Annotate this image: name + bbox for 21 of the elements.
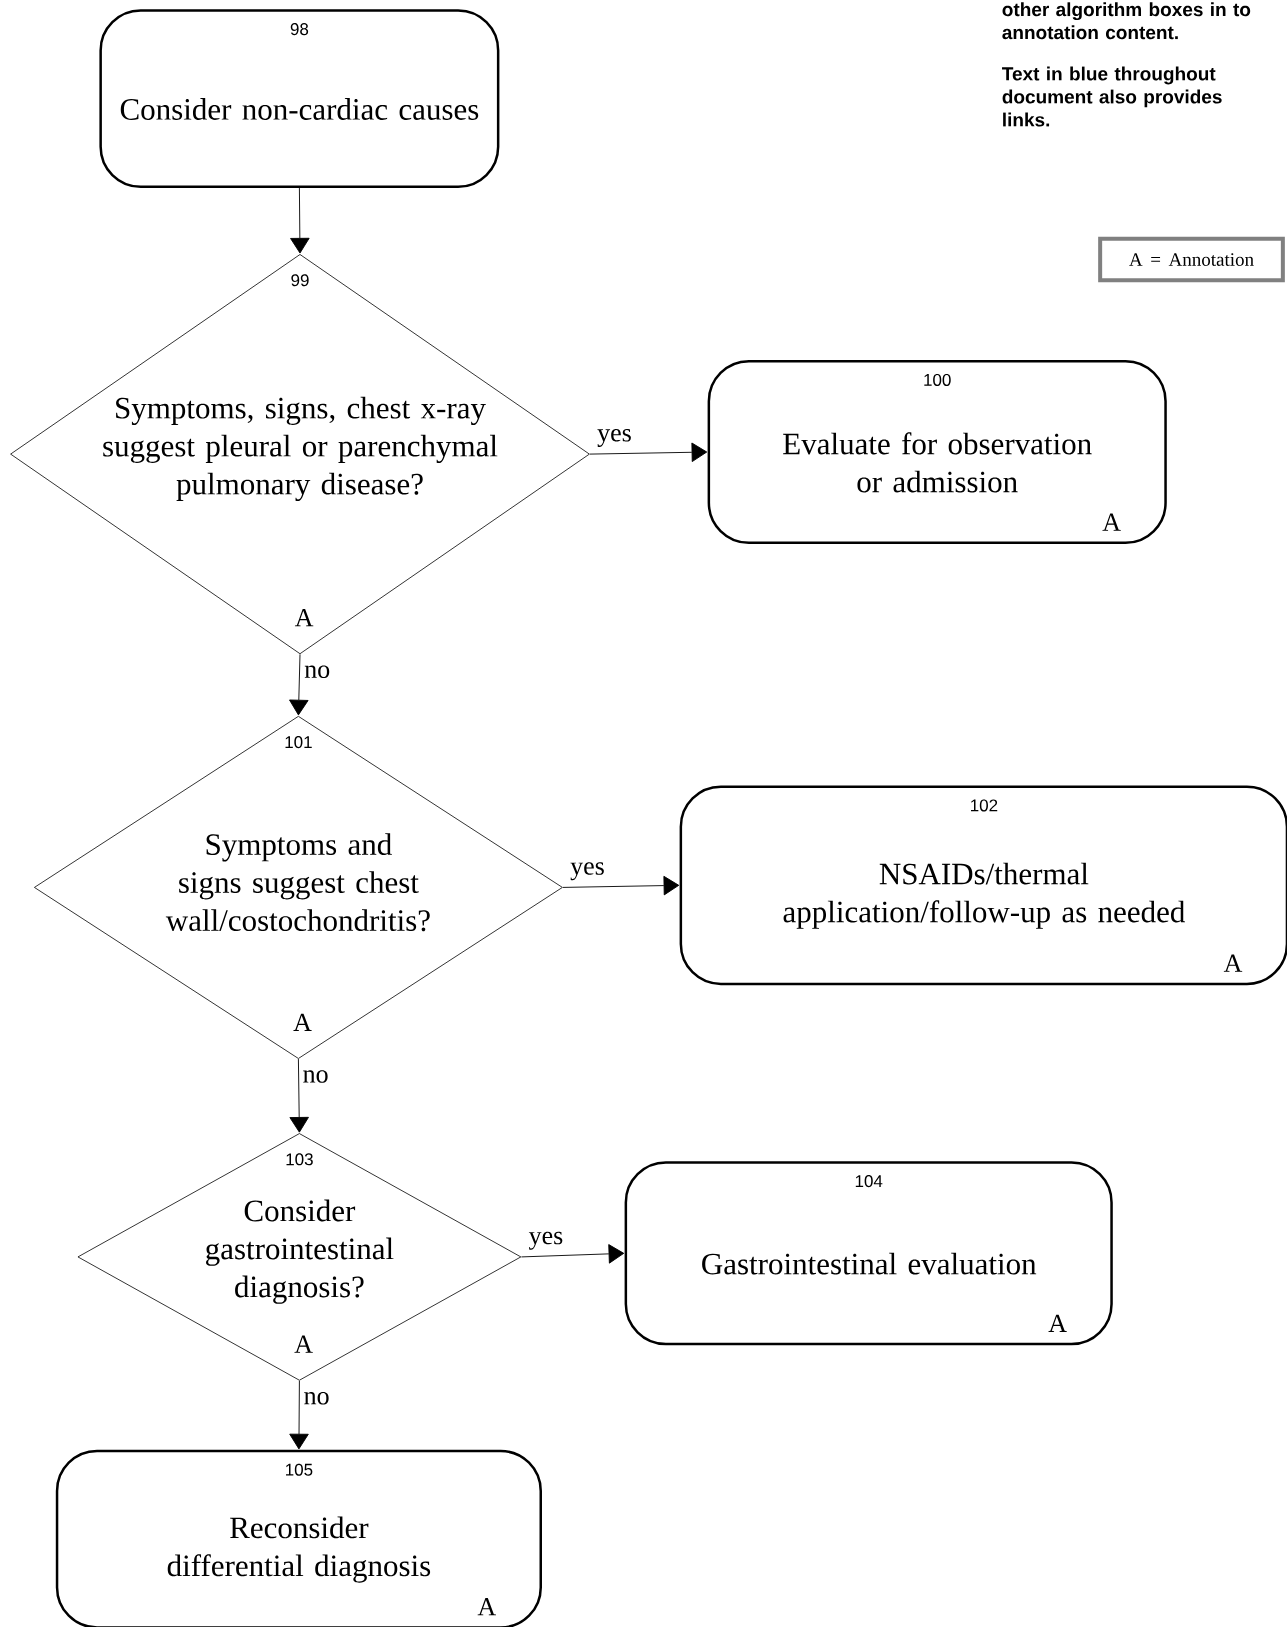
note-text: other algorithm boxes in to annotation content. (1002, 2, 1251, 40)
legend-box: A = Annotation (1098, 236, 1285, 283)
process-box: 105 Reconsider differential diagnosis A (55, 1449, 542, 1627)
process-box: 102 NSAIDs/thermal application/follow-up as needed A (679, 785, 1287, 986)
arrow (562, 875, 680, 896)
arrow (520, 1244, 625, 1264)
arrow (289, 1380, 309, 1450)
note-text: Text in blue throughout document also provides links. (1002, 66, 1222, 127)
edge-label: yes (596, 428, 633, 448)
edge-label: no (301, 1069, 330, 1084)
arrow (589, 442, 708, 462)
edge-label: no (302, 1391, 331, 1406)
edge-label: yes (569, 861, 606, 882)
process-box: 104 Gastrointestinal evaluation A (624, 1161, 1113, 1346)
process-box: 100 Evaluate for observation or admission A (707, 359, 1167, 545)
edge-label: yes (527, 1230, 565, 1251)
arrow (289, 653, 309, 716)
edge-label: no (303, 664, 332, 679)
process-box: 98 Consider non-cardiac causes (99, 9, 500, 189)
arrow (289, 1058, 309, 1133)
arrow (290, 187, 310, 254)
